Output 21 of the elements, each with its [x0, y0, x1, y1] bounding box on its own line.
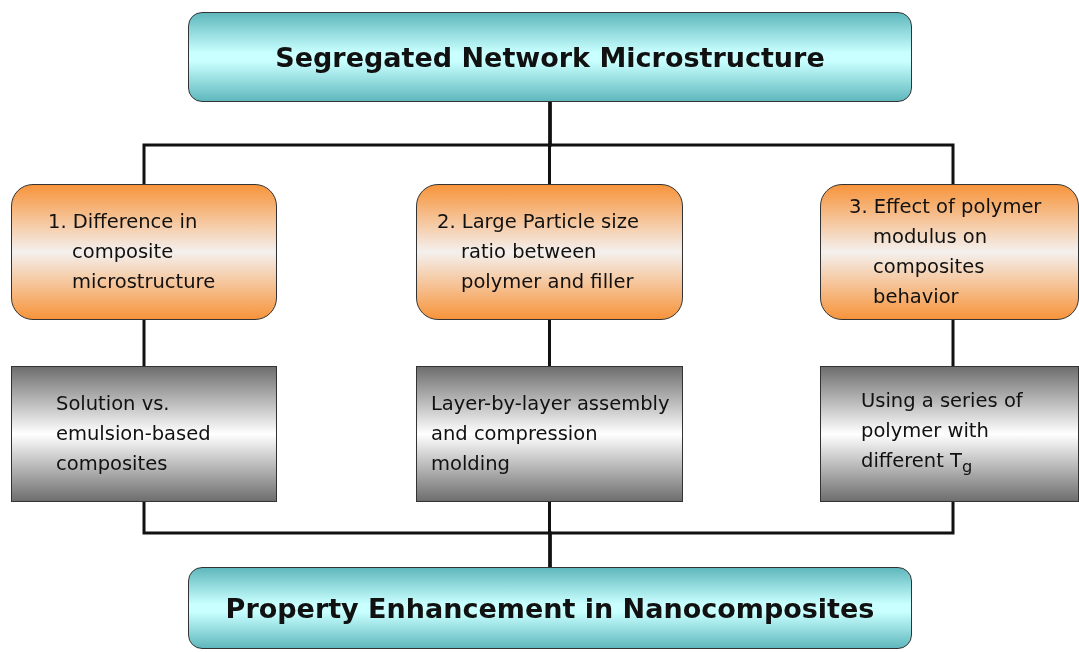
- box-text: Layer-by-layer assembly and compression molding: [431, 391, 671, 477]
- connector-line: [142, 320, 146, 366]
- connector-line: [548, 320, 551, 366]
- method-box: [11, 366, 277, 502]
- connector-line: [548, 102, 955, 184]
- factor-box: [416, 184, 683, 320]
- box-text: Segregated Network Microstructure: [275, 41, 825, 73]
- title-box: [188, 567, 912, 649]
- connector-line: [548, 502, 955, 567]
- box-text: 3. Effect of polymer modulus on composites behavior: [849, 194, 1043, 310]
- title-box: [188, 12, 912, 102]
- method-box: [416, 366, 683, 502]
- box-text: 2. Large Particle size ratio between polymer and filler: [437, 209, 640, 295]
- box-text: Property Enhancement in Nanocomposites: [225, 592, 875, 624]
- factor-box: [820, 184, 1079, 320]
- box-text: 1. Difference in composite microstructure: [48, 209, 217, 295]
- connector-line: [951, 320, 955, 366]
- factor-box: [11, 184, 277, 320]
- method-box: [820, 366, 1079, 502]
- box-text: Using a series of polymer with different T$_{g}$: [861, 388, 1024, 478]
- box-text: Solution vs. emulsion-based composites: [56, 391, 212, 477]
